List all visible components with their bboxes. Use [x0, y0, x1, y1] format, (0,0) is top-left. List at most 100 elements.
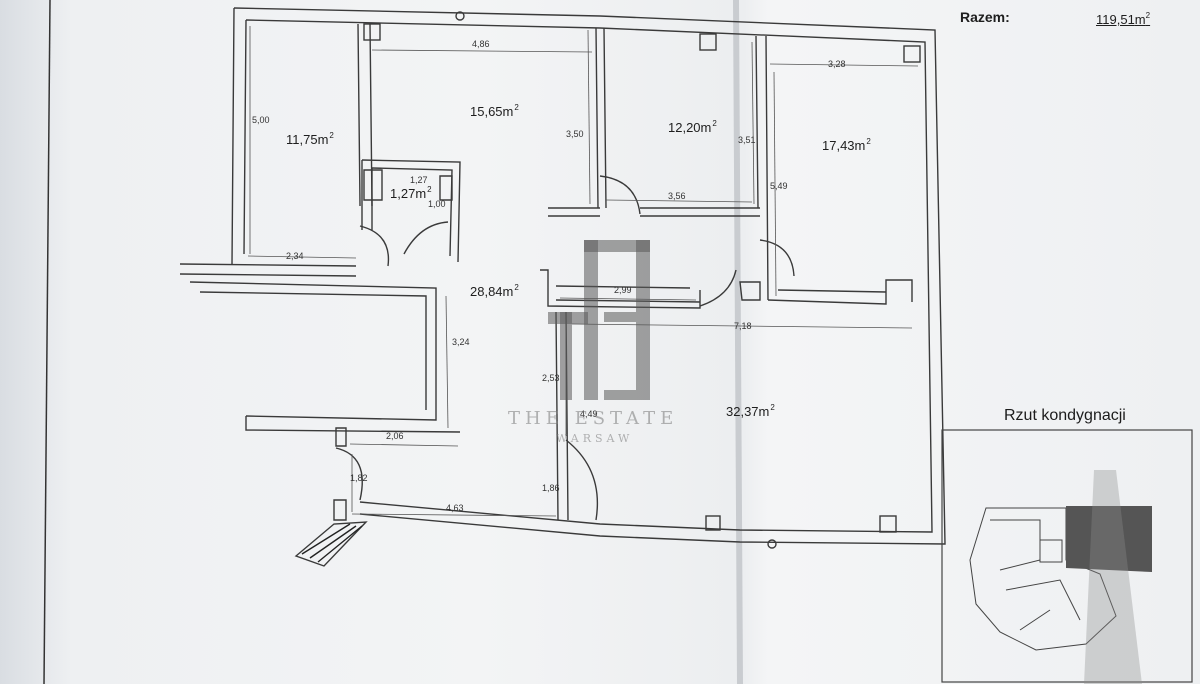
total-unit-sup: 2 — [1145, 11, 1151, 20]
room-area-unit: m — [700, 120, 712, 135]
dimension-label: 1,82 — [350, 473, 368, 483]
watermark-shape — [560, 312, 572, 400]
dimension-line — [371, 49, 593, 53]
sheet-edge-line — [43, 0, 51, 684]
room-area-label: 17,43m2 — [822, 137, 871, 153]
column — [699, 33, 717, 51]
dimension-label: 2,53 — [542, 373, 560, 383]
bathroom-walls — [361, 159, 461, 263]
window-marker — [455, 11, 465, 21]
dimension-label: 4,86 — [472, 39, 490, 49]
room-area-label: 28,84m2 — [470, 283, 519, 299]
room-area-unit: m — [502, 284, 514, 299]
bath-fixture — [439, 175, 453, 201]
door-swing — [403, 221, 449, 255]
partition-wall — [595, 27, 607, 209]
dimension-line — [773, 71, 777, 297]
room-area-sup: 2 — [427, 185, 432, 194]
room-area-label: 11,75m2 — [286, 131, 334, 147]
room-area-label: 1,27m2 — [390, 185, 432, 201]
room-area-unit: m — [502, 104, 514, 119]
room-area-number: 1,27 — [390, 186, 416, 201]
room-area-number: 15,65 — [470, 104, 503, 119]
key-plan-shadow — [1084, 470, 1142, 684]
left-block-walls — [245, 416, 461, 433]
dimension-label: 3,28 — [828, 59, 846, 69]
watermark-shape — [636, 240, 650, 400]
bathroom-walls — [361, 160, 373, 230]
column — [879, 515, 897, 533]
dimension-label: 3,56 — [668, 191, 686, 201]
key-plan-frame — [941, 429, 1193, 683]
left-block-walls — [189, 281, 437, 421]
room-area-sup: 2 — [329, 131, 334, 140]
room-area-unit: m — [854, 138, 866, 153]
watermark-shape — [584, 240, 650, 252]
room-area-sup: 2 — [712, 119, 717, 128]
dimension-label: 4,49 — [580, 409, 598, 419]
corridor-wall — [555, 299, 701, 303]
entry-ramp-hatch — [301, 523, 363, 563]
room-area-label: 12,20m2 — [668, 119, 717, 135]
watermark-city: WARSAW — [556, 432, 634, 445]
dimension-label: 2,34 — [286, 251, 304, 261]
total-unit: m — [1134, 12, 1146, 27]
total-label: Razem: — [960, 9, 1010, 25]
bath-fixture — [363, 169, 383, 201]
partition-wall — [548, 207, 760, 217]
room-area-sup: 2 — [770, 403, 775, 412]
sheet-fold-line — [733, 0, 743, 684]
room-area-number: 11,75 — [286, 132, 318, 147]
dimension-line — [751, 41, 755, 205]
room-area-sup: 2 — [514, 103, 519, 112]
column — [705, 515, 721, 531]
dimension-line — [559, 297, 697, 301]
key-plan-unit-highlight — [1066, 506, 1152, 572]
dimension-label: 2,99 — [614, 285, 632, 295]
dimension-line — [445, 295, 449, 429]
door-swing — [335, 447, 363, 501]
door-swing — [759, 239, 795, 277]
door-swing — [599, 175, 641, 215]
entry-ramp — [294, 521, 368, 567]
door-swing — [565, 439, 599, 521]
dimension-label: 1,27 — [410, 175, 428, 185]
column — [333, 499, 347, 521]
watermark-brand: THE ESTATE — [508, 408, 679, 429]
key-plan-title: Rzut kondygnacji — [1004, 407, 1126, 424]
watermark-shape — [584, 240, 598, 400]
key-plan-core — [1039, 539, 1063, 563]
dimension-line — [605, 199, 753, 203]
dimension-line — [571, 323, 913, 329]
door-swing — [359, 225, 390, 267]
outer-wall-inner-outline — [245, 19, 933, 533]
door-swing — [699, 269, 737, 307]
dimension-line — [247, 255, 357, 259]
partition-wall — [179, 263, 357, 277]
dimension-label: 5,49 — [770, 181, 788, 191]
room-area-number: 28,84 — [470, 284, 503, 299]
partition-wall — [357, 23, 373, 207]
column — [335, 427, 347, 447]
column — [363, 23, 381, 41]
dimension-label: 3,51 — [738, 135, 756, 145]
left-wall — [231, 7, 247, 265]
outer-wall-outline — [233, 7, 946, 545]
dimension-label: 1,00 — [428, 199, 446, 209]
room-area-sup: 2 — [514, 283, 519, 292]
dimension-line — [587, 29, 591, 205]
total-number: 119,51 — [1096, 12, 1135, 27]
room-area-unit: m — [317, 132, 329, 147]
column — [739, 281, 761, 301]
watermark-shape — [604, 312, 636, 322]
room-area-number: 17,43 — [822, 138, 855, 153]
room-area-sup: 2 — [866, 137, 871, 146]
room-area-label: 15,65m2 — [470, 103, 519, 119]
dimension-line — [351, 513, 557, 517]
watermark-logo — [548, 240, 650, 400]
total-value: 119,51m2 — [1096, 11, 1151, 27]
watermark-shape — [604, 390, 636, 400]
dimension-label: 1,86 — [542, 483, 560, 493]
dimension-label: 3,24 — [452, 337, 470, 347]
